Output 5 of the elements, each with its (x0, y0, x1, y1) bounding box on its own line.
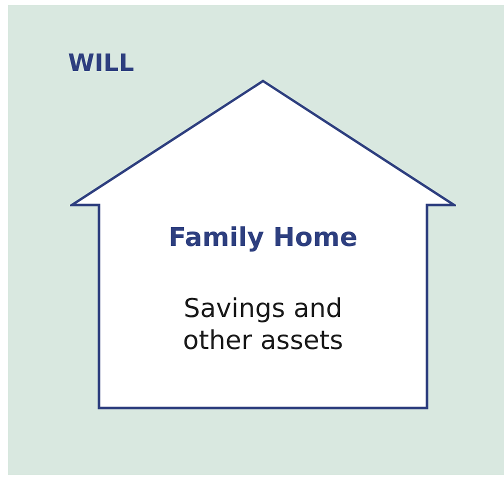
house-body-text: Savings and other assets (182, 293, 344, 357)
panel-heading: WILL (68, 48, 134, 79)
house-shape (70, 79, 456, 410)
house-title: Family Home (167, 222, 359, 255)
panel-background (8, 5, 504, 475)
